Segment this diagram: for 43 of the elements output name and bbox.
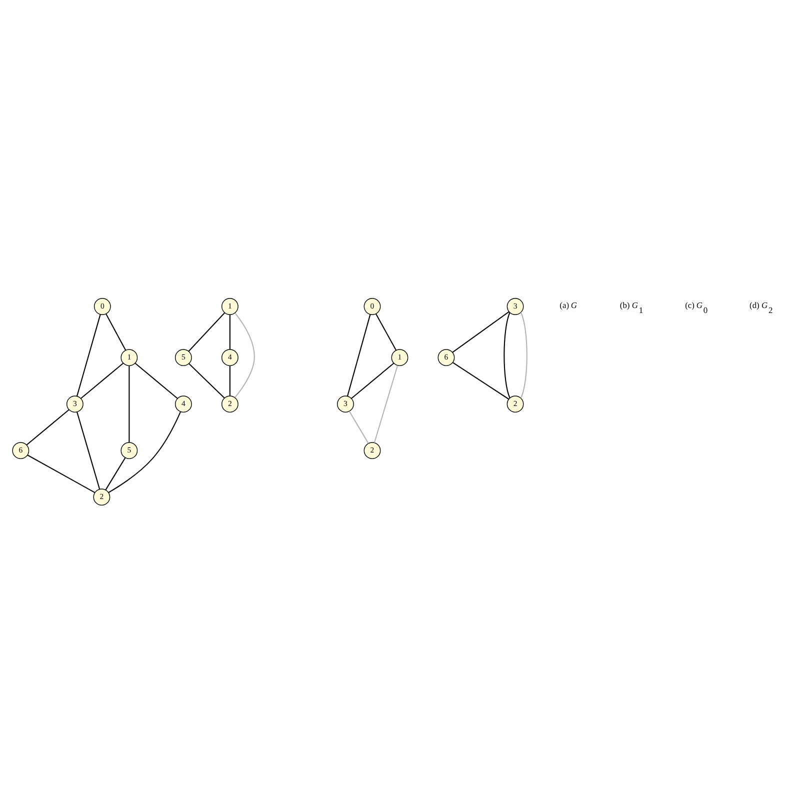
connector xyxy=(134,362,178,398)
connector xyxy=(374,364,398,442)
connector xyxy=(229,314,230,349)
node-circle: 1 xyxy=(221,298,238,314)
node-circle: 5 xyxy=(174,348,192,366)
connector xyxy=(27,454,96,492)
node-circle: 3 xyxy=(337,395,354,412)
connector xyxy=(520,312,528,398)
node-circle: 0 xyxy=(364,298,381,314)
node-circle: 6 xyxy=(12,442,30,459)
node-circle: 1 xyxy=(391,348,408,366)
node-circle: 0 xyxy=(94,298,111,314)
connector xyxy=(347,314,371,396)
connector xyxy=(76,314,101,396)
connector xyxy=(452,310,510,352)
label: (a) G xyxy=(560,299,578,310)
node-circle: 3 xyxy=(506,298,524,314)
connector xyxy=(80,362,124,398)
node-circle: 2 xyxy=(221,395,238,412)
connector xyxy=(351,362,394,398)
node-circle: 6 xyxy=(438,348,455,366)
connector xyxy=(452,362,510,400)
connector xyxy=(234,312,255,398)
connector xyxy=(106,313,126,350)
connector xyxy=(348,410,369,444)
node-circle: 4 xyxy=(221,348,238,366)
node-circle: 5 xyxy=(120,442,138,459)
node-circle: 3 xyxy=(66,395,84,412)
connector xyxy=(188,362,225,398)
node-circle: 2 xyxy=(93,488,110,506)
connector xyxy=(128,365,130,442)
connector xyxy=(76,411,100,489)
node-circle: 1 xyxy=(120,348,138,366)
node-circle: 4 xyxy=(174,395,192,412)
node-circle: 2 xyxy=(364,442,381,459)
connector xyxy=(504,312,510,398)
connector xyxy=(229,365,230,396)
connector xyxy=(26,408,70,445)
node-circle: 2 xyxy=(506,395,524,412)
connector xyxy=(188,312,225,352)
connector xyxy=(376,313,397,350)
connector xyxy=(105,456,126,490)
connector xyxy=(108,411,181,492)
